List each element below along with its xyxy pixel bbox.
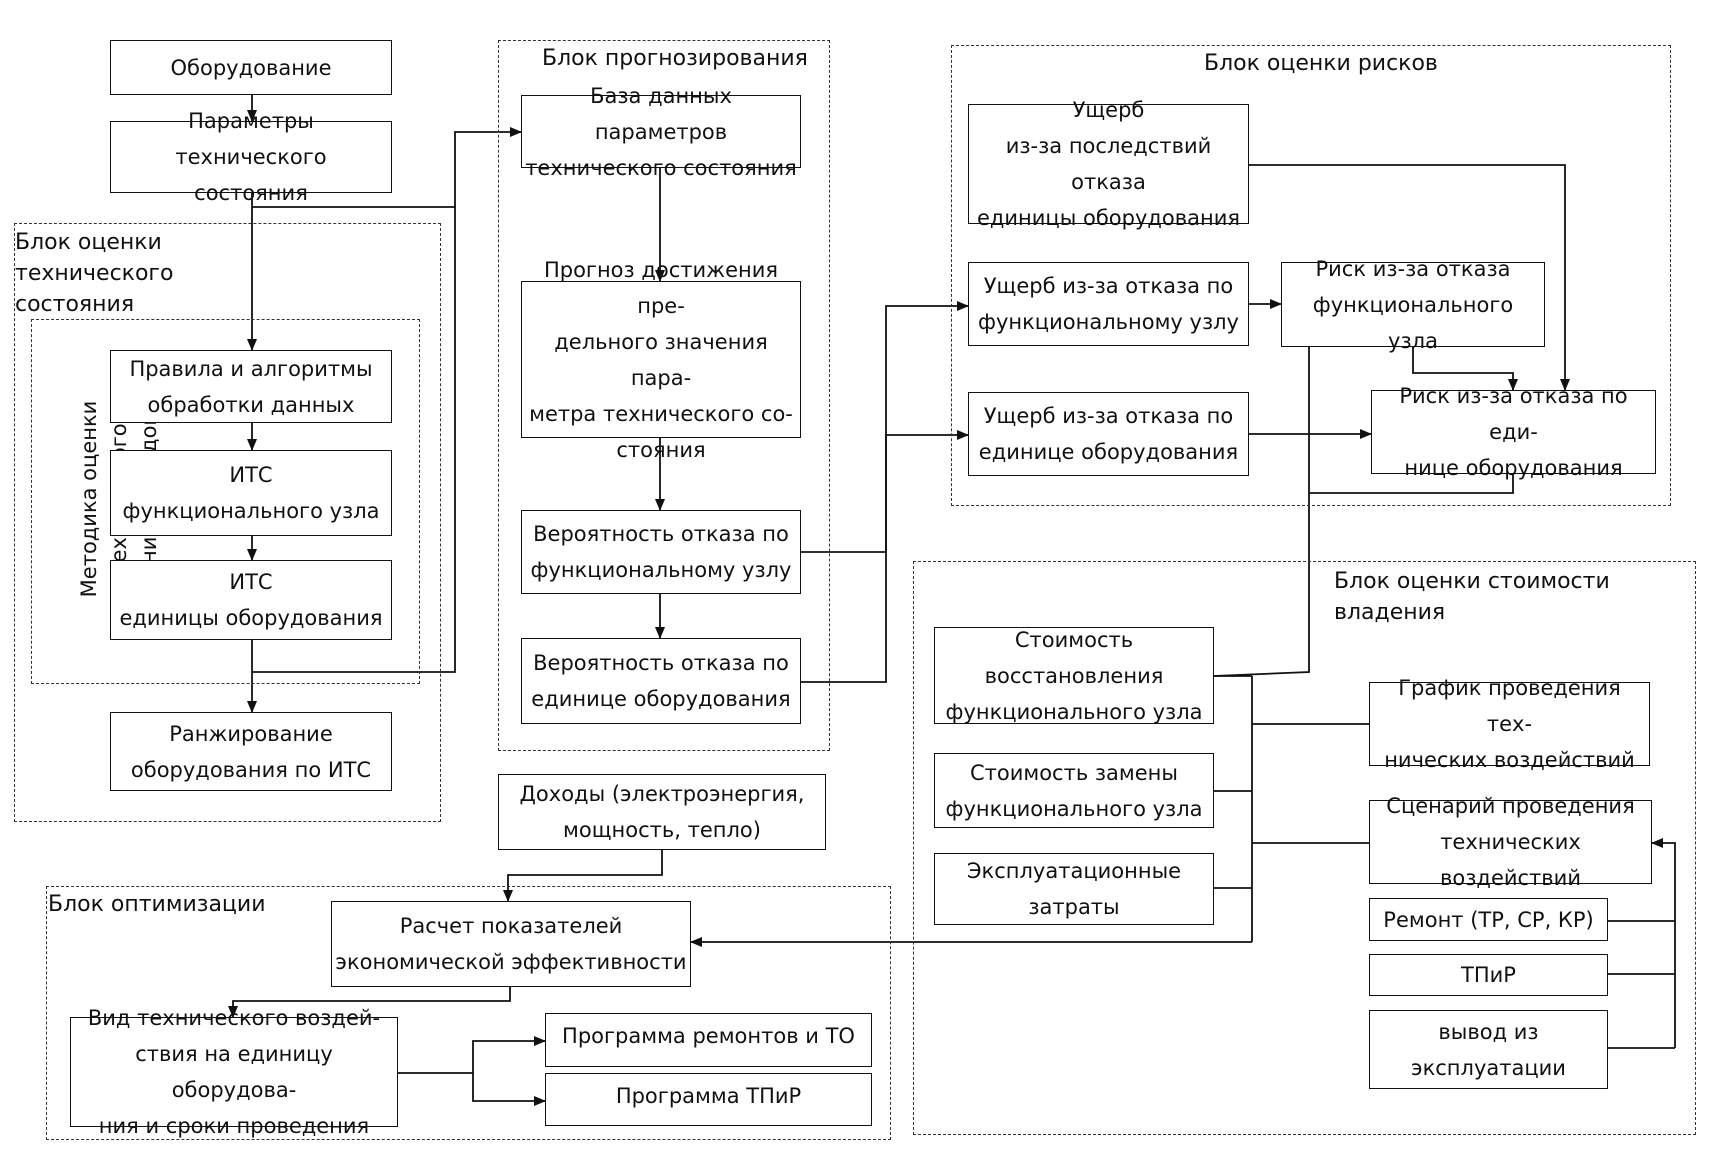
arrow-prob-unit-to-damage-unit (801, 430, 969, 683)
box-equipment: Оборудование (110, 40, 392, 95)
group-cost (913, 561, 1696, 1135)
arrow-income-to-econ-calc (503, 850, 663, 902)
box-prob-unit: Вероятность отказа по единице оборудован… (521, 638, 801, 724)
arrow-impact-type-to-program-repairs (398, 1036, 546, 1074)
box-opex: Эксплуатационные затраты (934, 853, 1214, 925)
group-forecast-title: Блок прогнозирования (542, 46, 808, 71)
box-damage-unit: Ущерб из-за отказа по единице оборудован… (968, 392, 1249, 476)
group-tech-state (14, 223, 441, 822)
box-replace-cost: Стоимость замены функционального узла (934, 753, 1214, 828)
group-risk-title: Блок оценки рисков (1204, 51, 1438, 76)
arrow-prob-node-to-damage-node (801, 301, 969, 553)
box-decommission: вывод из эксплуатации (1369, 1010, 1608, 1089)
box-damage-node: Ущерб из-за отказа по функциональному уз… (968, 262, 1249, 346)
line-its-unit-to-db (252, 207, 456, 673)
box-income: Доходы (электроэнергия, мощность, тепло) (498, 774, 826, 850)
box-prognosis: Прогноз достижения пре- дельного значени… (521, 258, 801, 462)
box-params: Параметры технического состояния (110, 109, 392, 205)
box-program-tpir: Программа ТПиР (545, 1073, 872, 1126)
box-repair: Ремонт (ТР, СР, КР) (1369, 898, 1608, 941)
box-program-repairs: Программа ремонтов и ТО (545, 1013, 872, 1067)
box-rules: Правила и алгоритмы обработки данных (110, 350, 392, 423)
box-risk-node: Риск из-за отказа функционального узла (1281, 257, 1545, 353)
box-prob-node: Вероятность отказа по функциональному уз… (521, 510, 801, 594)
arrow-damage-consequences-to-risk-unit (1249, 164, 1570, 391)
group-optimization (46, 886, 891, 1140)
box-its-node: ИТС функционального узла (110, 450, 392, 536)
arrow-options-to-scenario (1651, 838, 1676, 1048)
box-impact-type: Вид технического воздей- ствия на единиц… (70, 1006, 398, 1138)
box-db: База данных параметров технического сост… (521, 84, 801, 180)
box-restore-cost: Стоимость восстановления функционального… (934, 627, 1214, 724)
group-tech-state-title: Блок оценки технического состояния (15, 230, 174, 317)
line-risk-unit-to-trunk (1309, 474, 1514, 494)
box-damage-consequences: Ущерб из-за последствий отказа единицы о… (968, 98, 1249, 230)
box-schedule: График проведения тех- нических воздейст… (1369, 676, 1650, 772)
group-optimization-title: Блок оптимизации (48, 892, 266, 917)
line-risk-node-down (1213, 347, 1310, 677)
arrow-econ-calc-to-impact-type (228, 987, 511, 1018)
box-scenario: Сценарий проведения технических воздейст… (1369, 794, 1652, 890)
box-risk-unit: Риск из-за отказа по еди- нице оборудова… (1371, 384, 1656, 480)
group-risk (951, 45, 1671, 506)
group-methodology (31, 319, 420, 684)
arrow-impact-type-to-program-tpir (472, 1073, 546, 1106)
group-cost-title: Блок оценки стоимости владения (1334, 569, 1610, 625)
group-forecast (498, 40, 830, 751)
box-tpir: ТПиР (1369, 954, 1608, 996)
box-ranking: Ранжирование оборудования по ИТС (110, 712, 392, 791)
arrow-risk-node-to-risk-unit (1412, 347, 1518, 391)
box-econ-calc: Расчет показателей экономической эффекти… (331, 901, 691, 987)
box-its-unit: ИТС единицы оборудования (110, 560, 392, 640)
arrow-params-to-db (252, 127, 522, 208)
